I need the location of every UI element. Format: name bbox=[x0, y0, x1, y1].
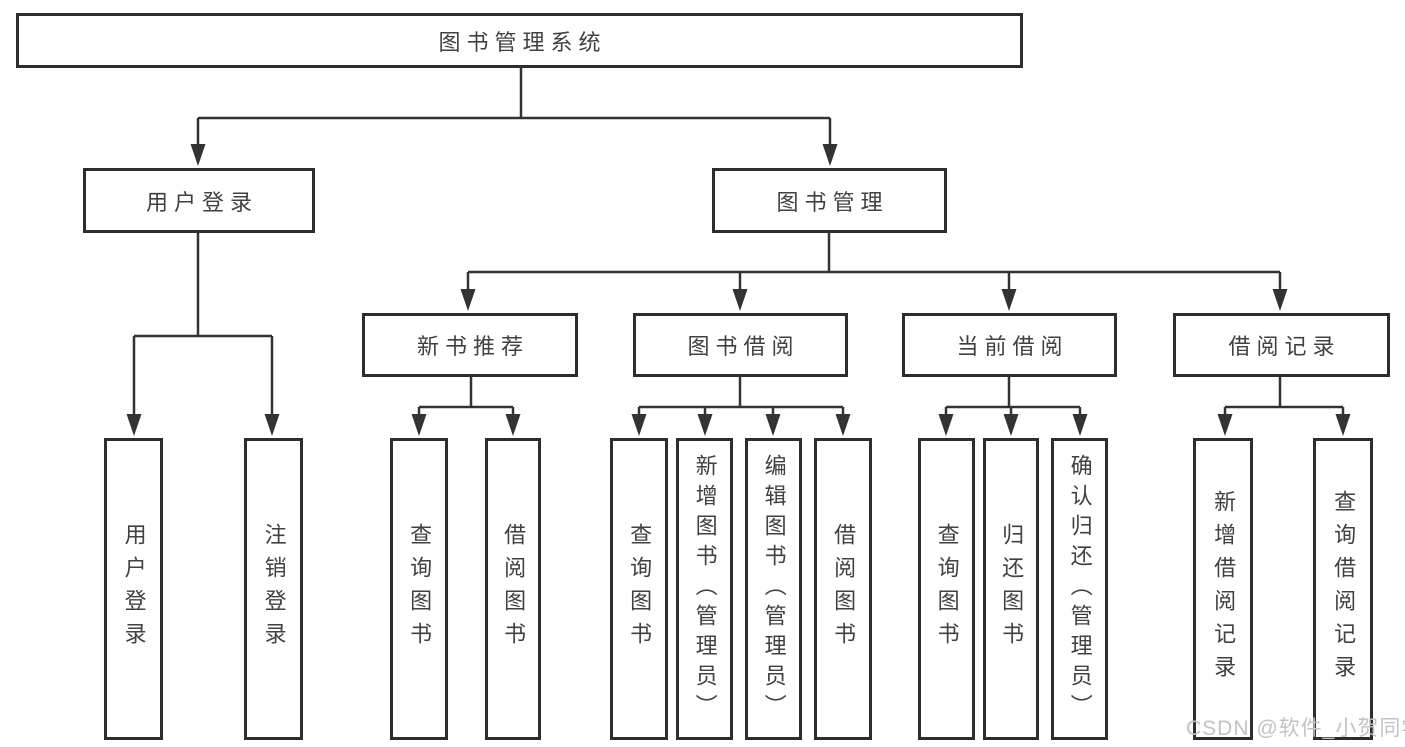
node-user-login: 用户登录 bbox=[83, 168, 315, 233]
leaf-logout: 注销登录 bbox=[244, 438, 303, 740]
leaf-borrow-books-recommend: 借阅图书 bbox=[485, 438, 541, 740]
leaf-query-books-current: 查询图书 bbox=[918, 438, 975, 740]
node-root-system: 图书管理系统 bbox=[16, 13, 1023, 68]
node-current-borrowing: 当前借阅 bbox=[902, 313, 1117, 377]
arrowheads bbox=[126, 144, 1351, 436]
leaf-add-books-admin: 新增图书（管理员） bbox=[676, 438, 733, 740]
leaf-add-borrow-record: 新增借阅记录 bbox=[1193, 438, 1253, 740]
node-borrowing-records: 借阅记录 bbox=[1173, 313, 1390, 377]
leaf-borrow-books: 借阅图书 bbox=[814, 438, 872, 740]
watermark: CSDN @软件_小贺同学 bbox=[1186, 717, 1405, 740]
leaf-edit-books-admin: 编辑图书（管理员） bbox=[745, 438, 802, 740]
leaf-return-books: 归还图书 bbox=[983, 438, 1039, 740]
leaf-query-books-borrow: 查询图书 bbox=[610, 438, 668, 740]
leaf-query-borrow-record: 查询借阅记录 bbox=[1313, 438, 1373, 740]
node-book-management: 图书管理 bbox=[712, 168, 947, 233]
leaf-user-login: 用户登录 bbox=[104, 438, 163, 740]
node-book-borrowing: 图书借阅 bbox=[633, 313, 848, 377]
leaf-confirm-return-admin: 确认归还（管理员） bbox=[1051, 438, 1108, 740]
leaf-query-books-recommend: 查询图书 bbox=[390, 438, 448, 740]
node-new-book-recommend: 新书推荐 bbox=[362, 313, 578, 377]
